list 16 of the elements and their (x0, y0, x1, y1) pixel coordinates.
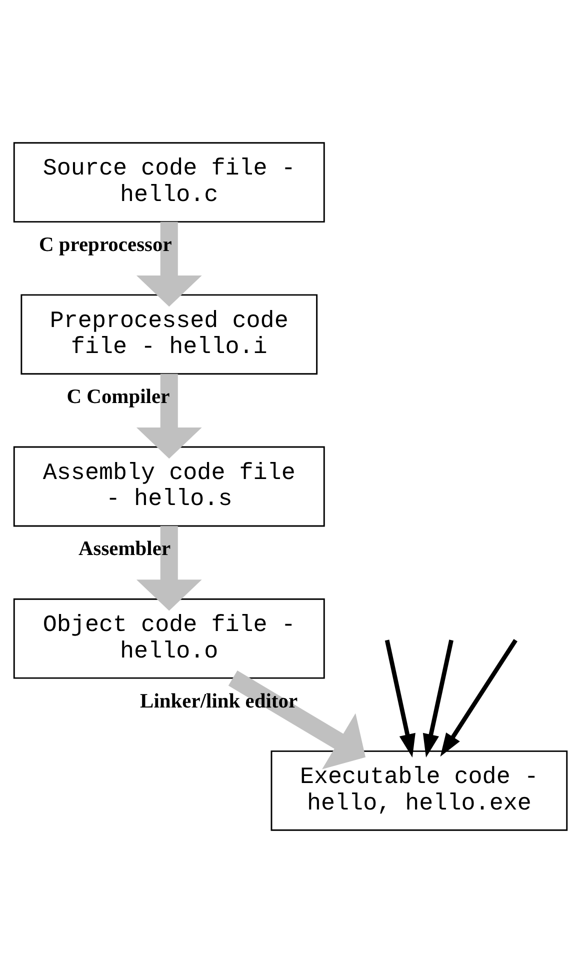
edge-label: C preprocessor (38, 234, 172, 256)
edge-label: C Compiler (66, 386, 170, 408)
arrow (422, 640, 454, 758)
arrow (440, 638, 518, 757)
node-box: Source code file - hello.c (13, 142, 325, 223)
node-box: Executable code - hello, hello.exe (270, 750, 568, 831)
edge-label: Linker/link editor (140, 690, 298, 712)
arrow (136, 526, 202, 611)
arrow (384, 640, 416, 758)
arrow (136, 374, 202, 459)
edge-label: Assembler (78, 538, 171, 560)
node-box: Object code file - hello.o (13, 598, 325, 679)
node-box: Assembly code file - hello.s (13, 446, 325, 527)
node-box: Preprocessed code file - hello.i (20, 294, 318, 375)
arrow (228, 670, 366, 770)
arrow (136, 222, 202, 307)
